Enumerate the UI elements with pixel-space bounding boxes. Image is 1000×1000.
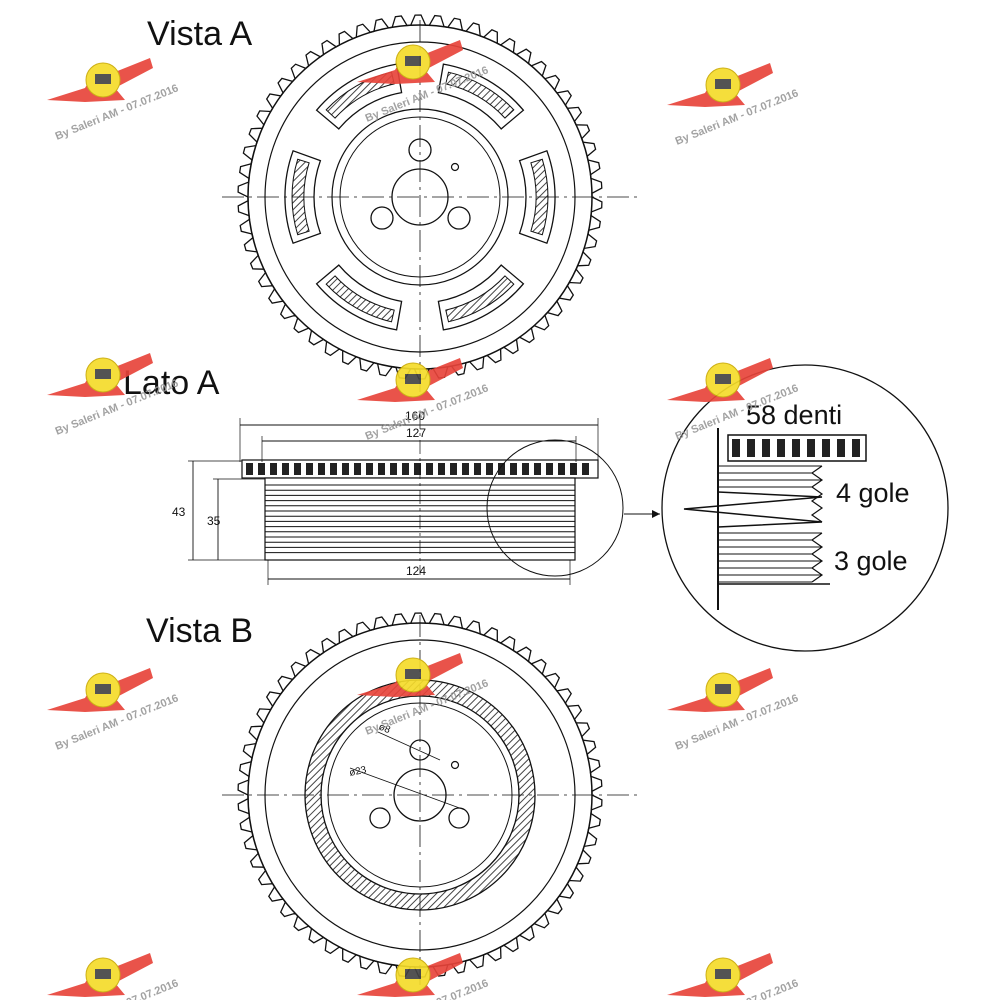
side-tooth: [582, 463, 589, 475]
detail-tooth: [822, 439, 830, 457]
vista-b-bolt-hole-left: [369, 807, 391, 829]
vista-a-bolt-hole-right: [447, 206, 471, 230]
watermark-badge-mark: [715, 969, 731, 979]
side-tooth: [450, 463, 457, 475]
watermark-logo: By Saleri AM - 07.07.2016: [47, 668, 180, 753]
watermark-logo: By Saleri AM - 07.07.2016: [47, 953, 180, 1000]
side-tooth: [534, 463, 541, 475]
detail-leader-arrow: [652, 510, 660, 518]
watermark-badge-mark: [95, 74, 111, 84]
detail-tooth: [777, 439, 785, 457]
vista-a-label: Vista A: [147, 15, 253, 53]
side-tooth: [522, 463, 529, 475]
detail-groove-zigzag-top: [810, 465, 824, 523]
watermark-logo: By Saleri AM - 07.07.2016: [357, 40, 490, 125]
vista-b-rear-view: Vista B ø8 ø23: [146, 612, 640, 985]
side-tooth: [486, 463, 493, 475]
side-tooth: [282, 463, 289, 475]
watermark-logo: By Saleri AM - 07.07.2016: [667, 953, 800, 1000]
side-tooth: [354, 463, 361, 475]
side-tooth: [330, 463, 337, 475]
vista-b-bolt-hole-right: [448, 807, 470, 829]
watermark-badge-mark: [405, 969, 421, 979]
detail-groove-zigzag-bottom: [810, 532, 824, 583]
dim-small-hole-text: ø8: [377, 722, 392, 737]
dim-center-hole-leader: [349, 767, 466, 811]
watermark-logo: By Saleri AM - 07.07.2016: [357, 653, 490, 738]
watermark-badge-mark: [715, 79, 731, 89]
side-tooth: [462, 463, 469, 475]
side-tooth: [258, 463, 265, 475]
detail-grooves-top-label: 4 gole: [836, 478, 910, 508]
dim-center-hole-text: ø23: [348, 765, 368, 779]
groove-detail-view: 58 denti 4 gole 3 gole: [661, 364, 949, 652]
side-tooth: [474, 463, 481, 475]
side-tooth: [402, 463, 409, 475]
detail-teeth-pattern: [732, 439, 860, 457]
side-tooth: [546, 463, 553, 475]
detail-grooves-bottom-label: 3 gole: [834, 546, 908, 576]
detail-tooth: [807, 439, 815, 457]
dim-127-text: 127: [406, 426, 426, 440]
detail-tooth: [732, 439, 740, 457]
watermark-layer: By Saleri AM - 07.07.2016 By Saleri AM - …: [47, 40, 800, 1000]
vista-a-window-slots: [284, 63, 556, 331]
lato-a-side-view: Lato A 160 127 43 35 124: [123, 364, 660, 585]
detail-tooth: [762, 439, 770, 457]
vista-a-bolt-hole-left: [370, 206, 394, 230]
side-tooth: [498, 463, 505, 475]
watermark-badge-mark: [95, 684, 111, 694]
watermark-badge-mark: [405, 374, 421, 384]
side-tooth: [318, 463, 325, 475]
dim-small-hole-leader: [377, 731, 441, 761]
detail-tooth: [792, 439, 800, 457]
side-tooth: [438, 463, 445, 475]
watermark-badge-mark: [715, 684, 731, 694]
detail-tooth: [837, 439, 845, 457]
side-tooth: [270, 463, 277, 475]
side-tooth: [342, 463, 349, 475]
dim-124-text: 124: [406, 564, 426, 578]
side-tooth: [414, 463, 421, 475]
watermark-logo: By Saleri AM - 07.07.2016: [667, 63, 800, 148]
side-tooth: [510, 463, 517, 475]
detail-tooth: [852, 439, 860, 457]
side-tooth: [294, 463, 301, 475]
window-slot-rubber: [445, 71, 515, 119]
side-tooth: [390, 463, 397, 475]
window-slot-rubber: [445, 275, 515, 323]
detail-marker-circle: [486, 439, 624, 577]
detail-v-profile: [683, 491, 823, 528]
dim-43-text: 43: [172, 505, 186, 519]
side-tooth: [570, 463, 577, 475]
dim-160-text: 160: [405, 409, 425, 423]
vista-b-pin-hole: [450, 760, 460, 770]
dim-35-text: 35: [207, 514, 221, 528]
watermark-logo: By Saleri AM - 07.07.2016: [667, 668, 800, 753]
side-tooth: [306, 463, 313, 475]
watermark-badge-mark: [405, 56, 421, 66]
detail-teeth-label: 58 denti: [746, 400, 842, 430]
side-tooth: [558, 463, 565, 475]
side-teeth-pattern: [246, 463, 589, 475]
vista-b-label: Vista B: [146, 612, 253, 650]
side-tooth: [426, 463, 433, 475]
watermark-badge-mark: [405, 669, 421, 679]
vista-a-front-view: Vista A: [147, 14, 640, 395]
watermark-badge-mark: [95, 369, 111, 379]
window-slot-rubber: [325, 275, 395, 323]
watermark-badge-mark: [715, 374, 731, 384]
side-tooth: [246, 463, 253, 475]
watermark-badge-mark: [95, 969, 111, 979]
lato-a-label: Lato A: [123, 364, 220, 402]
detail-tooth: [747, 439, 755, 457]
watermark-logo: By Saleri AM - 07.07.2016: [47, 58, 180, 143]
detail-groove-lines: [718, 465, 830, 585]
vista-a-pin-hole: [450, 162, 460, 172]
side-tooth: [378, 463, 385, 475]
side-tooth: [366, 463, 373, 475]
